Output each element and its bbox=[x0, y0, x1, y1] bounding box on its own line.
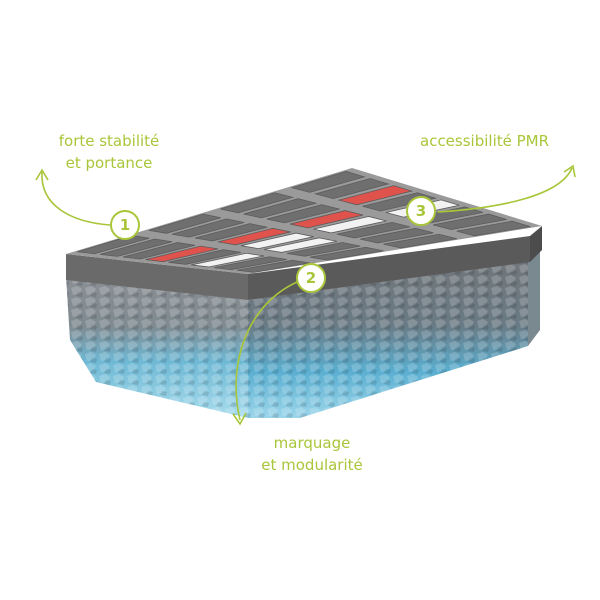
callout-label-1: forte stabilité et portance bbox=[14, 130, 204, 174]
paver-cell bbox=[243, 198, 318, 219]
paver-cell bbox=[171, 218, 245, 238]
paver-cell bbox=[194, 223, 268, 242]
marker-cell-red bbox=[145, 245, 219, 263]
marker-cell-red bbox=[290, 210, 364, 229]
marker-cell-white bbox=[240, 232, 314, 250]
callout-label-3-line-1: accessibilité PMR bbox=[420, 132, 550, 150]
paver-cell bbox=[220, 192, 295, 214]
paver-cell bbox=[290, 171, 366, 193]
callout-badge-1: 1 bbox=[110, 210, 140, 240]
callout-label-2-line-1: marquage bbox=[273, 434, 351, 452]
marker-cell-white bbox=[263, 237, 338, 253]
paver-cell bbox=[286, 242, 361, 257]
arrow-2 bbox=[235, 279, 303, 421]
paver-cell bbox=[213, 256, 288, 271]
marker-cell-red bbox=[217, 227, 291, 246]
arrow-3 bbox=[437, 167, 573, 213]
gravel-layer bbox=[66, 250, 540, 418]
callout-number-2: 2 bbox=[306, 269, 316, 287]
marker-cell-red bbox=[337, 185, 414, 206]
paver-cell bbox=[313, 178, 390, 199]
arrow-1-head bbox=[35, 168, 49, 181]
arrow-2-head bbox=[232, 412, 247, 426]
paver-cell bbox=[236, 259, 310, 273]
paver-cell bbox=[336, 221, 411, 239]
paver-cell bbox=[168, 249, 242, 265]
callout-number-1: 1 bbox=[120, 216, 130, 234]
arrow-3-head bbox=[563, 164, 576, 178]
paver-cell bbox=[148, 213, 221, 234]
callout-number-3: 3 bbox=[416, 202, 426, 220]
callout-badge-3: 3 bbox=[406, 196, 436, 226]
paver-cell bbox=[266, 204, 340, 224]
paver-cell bbox=[77, 235, 150, 255]
callout-label-2: marquage et modularité bbox=[222, 432, 402, 476]
paver-cell bbox=[309, 246, 384, 261]
arrow-1 bbox=[41, 171, 111, 226]
paver-cell bbox=[432, 213, 507, 231]
callout-label-2-line-2: et modularité bbox=[261, 456, 363, 474]
callout-arrows bbox=[35, 164, 576, 426]
marker-cell-white bbox=[191, 252, 265, 268]
paver-cell bbox=[359, 227, 434, 244]
callout-label-1-line-1: forte stabilité bbox=[58, 132, 160, 150]
callout-label-1-line-2: et portance bbox=[65, 154, 153, 172]
marker-cell-white bbox=[313, 216, 387, 234]
paver-cell bbox=[383, 233, 457, 249]
paver-cell bbox=[456, 220, 531, 237]
paver-cell bbox=[99, 238, 173, 257]
paver-cell bbox=[122, 242, 196, 260]
callout-badge-2: 2 bbox=[296, 263, 326, 293]
callout-label-3: accessibilité PMR bbox=[420, 130, 600, 152]
